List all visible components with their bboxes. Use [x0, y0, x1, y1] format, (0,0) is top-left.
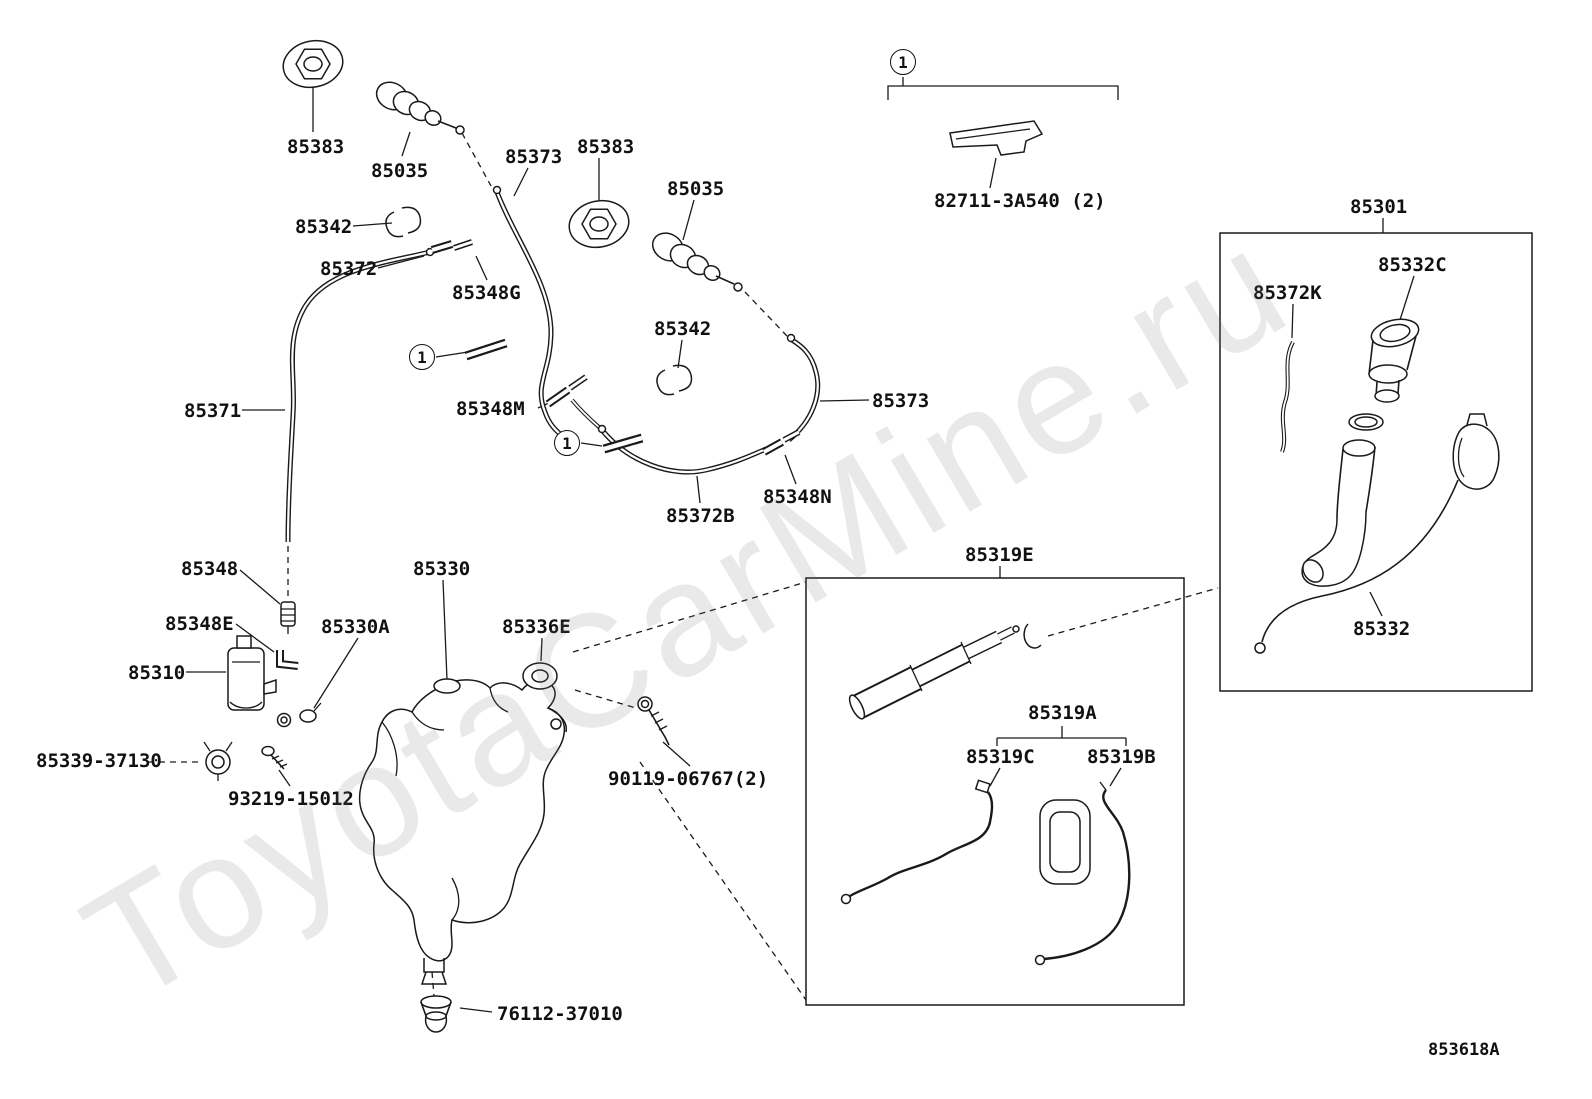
part-label-85330: 85330: [413, 558, 471, 580]
connector-85348g: [432, 242, 472, 250]
part-label-85372: 85372: [320, 258, 378, 280]
part-label-85319a: 85319A: [1028, 702, 1097, 724]
grommet-85383-right: [565, 195, 633, 252]
part-label-85332c: 85332C: [1378, 254, 1447, 276]
part-label-85339-37130: 85339-37130: [36, 750, 162, 772]
clip-85342-right: [657, 365, 692, 394]
callout-marker: 1: [890, 49, 916, 75]
tank-85330: [360, 679, 567, 984]
part-label-85373: 85373: [505, 146, 563, 168]
hose-85372b: [602, 430, 766, 472]
part-label-93219-15012: 93219-15012: [228, 788, 354, 810]
part-label-85035: 85035: [667, 178, 725, 200]
ring-85330a: [300, 703, 321, 722]
part-label-85371: 85371: [184, 400, 242, 422]
part-label-85373: 85373: [872, 390, 930, 412]
part-label-85372b: 85372B: [666, 505, 735, 527]
bracket-85319c: [842, 780, 993, 903]
nozzle-85035-left: [372, 77, 464, 134]
hose-85372k: [1282, 342, 1293, 452]
grommet-85383-left: [279, 35, 347, 92]
part-label-85383: 85383: [287, 136, 345, 158]
washer-actuator-85319e: [847, 624, 1041, 721]
plate-82711: [950, 121, 1042, 155]
o-ring-clip: [1024, 624, 1041, 648]
plug-76112: [421, 996, 451, 1032]
part-label-85332: 85332: [1353, 618, 1411, 640]
grommet-under-pump: [278, 714, 291, 727]
detail-boxes: [806, 233, 1532, 1005]
screw-90119: [638, 697, 669, 745]
hose-85373-right: [789, 340, 818, 440]
box-85301: [1220, 233, 1532, 691]
part-label-85310: 85310: [128, 662, 186, 684]
part-label-82711-3a540-2-: 82711-3A540 (2): [934, 190, 1106, 212]
elbow-85348e: [280, 650, 298, 666]
hose-85373-center: [497, 192, 566, 438]
connector-85348m: [548, 377, 586, 404]
part-label-85348g: 85348G: [452, 282, 521, 304]
boot-85319a: [1040, 800, 1090, 884]
part-label-85336e: 85336E: [502, 616, 571, 638]
cap-85332: [1255, 414, 1499, 653]
hose-short-85348m: [572, 400, 600, 428]
nozzle-85035-right: [648, 228, 742, 291]
hose-85319b: [1036, 782, 1130, 965]
part-label-90119-06767-2-: 90119-06767(2): [608, 768, 769, 790]
leader-lines: [186, 77, 1414, 1012]
part-label-85319e: 85319E: [965, 544, 1034, 566]
part-label-85301: 85301: [1350, 196, 1408, 218]
joint-85348: [281, 602, 295, 634]
clamp-85339: [204, 742, 232, 781]
part-label-76112-37010: 76112-37010: [497, 1003, 623, 1025]
part-label-85383: 85383: [577, 136, 635, 158]
part-label-85348n: 85348N: [763, 486, 832, 508]
part-label-85348e: 85348E: [165, 613, 234, 635]
pump-85310: [228, 636, 276, 710]
screw-93219: [262, 747, 287, 770]
connectors: [281, 242, 799, 634]
callout-marker: 1: [409, 344, 435, 370]
box-85319e: [806, 578, 1184, 1005]
part-label-85035: 85035: [371, 160, 429, 182]
sleeve-callout-2: [466, 343, 506, 356]
part-label-85319c: 85319C: [966, 746, 1035, 768]
part-label-85342: 85342: [654, 318, 712, 340]
part-label-85348: 85348: [181, 558, 239, 580]
hose-85372-85371: [288, 252, 430, 542]
hoses: [288, 187, 1293, 543]
grommet-85336e: [523, 663, 557, 689]
sleeve-callout-3: [604, 438, 642, 449]
part-label-85330a: 85330A: [321, 616, 390, 638]
filler-neck-85332c: [1299, 315, 1421, 586]
diagram-code: 853618A: [1428, 1040, 1500, 1060]
callout-marker: 1: [554, 430, 580, 456]
part-label-85319b: 85319B: [1087, 746, 1156, 768]
part-label-85348m: 85348M: [456, 398, 525, 420]
part-label-85372k: 85372K: [1253, 282, 1322, 304]
part-label-85342: 85342: [295, 216, 353, 238]
connector-85348n: [764, 432, 799, 452]
clip-85342-left: [386, 207, 421, 236]
